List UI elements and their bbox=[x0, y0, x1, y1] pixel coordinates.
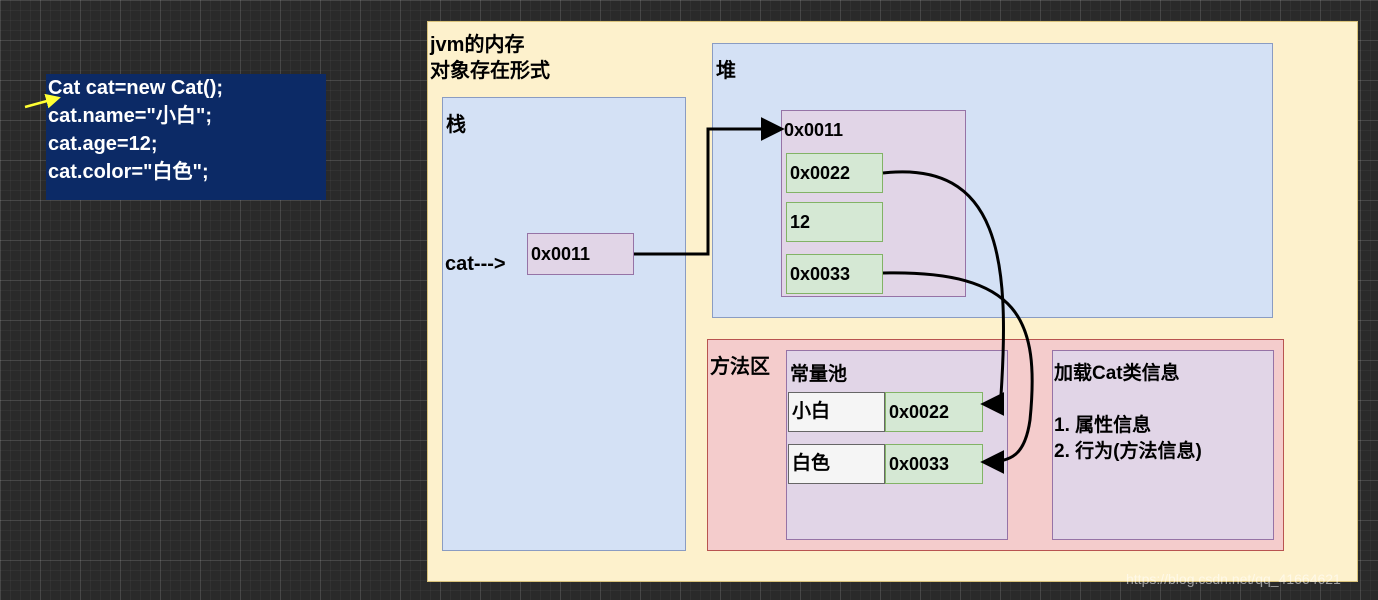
code-line: Cat cat=new Cat(); bbox=[48, 77, 224, 99]
watermark: https://blog.csdn.net/qq_41664621 bbox=[1126, 571, 1341, 587]
object-field-color: 0x0033 bbox=[786, 254, 883, 294]
constant-pool-address: 0x0033 bbox=[885, 444, 983, 484]
current-line-pointer-icon bbox=[24, 93, 61, 109]
constant-pool-key: 小白 bbox=[788, 392, 885, 432]
jvm-title-line2: 对象存在形式 bbox=[430, 60, 550, 82]
stack-variable-label: cat---> bbox=[445, 253, 506, 275]
constant-pool-address: 0x0022 bbox=[885, 392, 983, 432]
stack-reference-cell: 0x0011 bbox=[527, 233, 634, 275]
jvm-title: jvm的内存 对象存在形式 bbox=[430, 32, 550, 84]
code-line: cat.age=12; bbox=[48, 133, 158, 155]
heap-object-address: 0x0011 bbox=[784, 120, 844, 140]
object-field-name: 0x0022 bbox=[786, 153, 883, 193]
class-info-title: 加载Cat类信息 bbox=[1054, 363, 1180, 384]
reference-arrow bbox=[634, 117, 785, 256]
jvm-title-line1: jvm的内存 bbox=[430, 34, 525, 56]
method-area-label: 方法区 bbox=[710, 356, 770, 378]
stack-region bbox=[442, 97, 686, 551]
class-info-item: 1. 属性信息 bbox=[1054, 415, 1152, 436]
class-info-item: 2. 行为(方法信息) bbox=[1054, 441, 1202, 462]
code-line: cat.name="小白"; bbox=[48, 105, 213, 127]
object-field-age: 12 bbox=[786, 202, 883, 242]
heap-label: 堆 bbox=[716, 60, 736, 82]
constant-pool-key: 白色 bbox=[788, 444, 885, 484]
reference-arrow bbox=[882, 170, 1005, 416]
constant-pool-label: 常量池 bbox=[790, 364, 848, 385]
stack-label: 栈 bbox=[446, 114, 466, 136]
reference-arrow bbox=[882, 271, 1034, 474]
code-line: cat.color="白色"; bbox=[48, 161, 209, 183]
code-snippet: Cat cat=new Cat(); cat.name="小白"; cat.ag… bbox=[46, 74, 326, 200]
class-info-box bbox=[1052, 350, 1274, 540]
